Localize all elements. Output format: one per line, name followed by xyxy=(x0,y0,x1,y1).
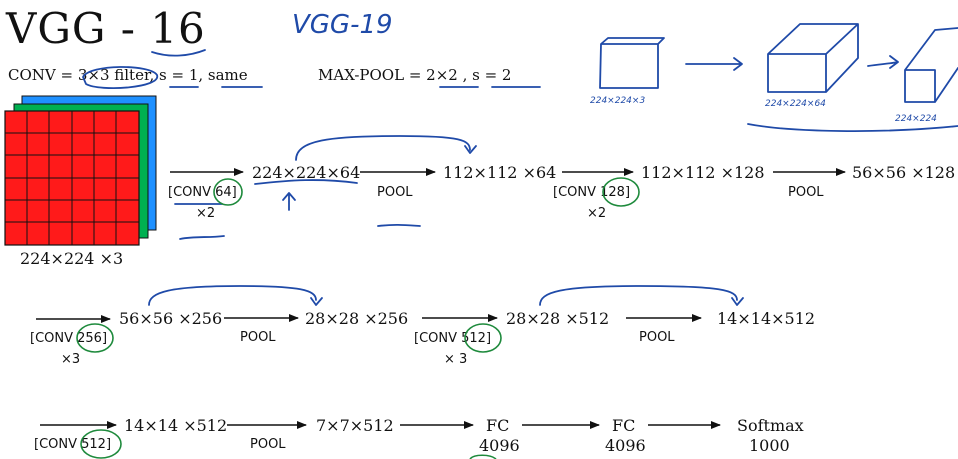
row1-size-b: 112×112 ×64 xyxy=(443,163,557,182)
row3-fc2-units: 4096 xyxy=(605,436,646,455)
row2-conv256-repeat: ×3 xyxy=(61,352,81,367)
circle-64 xyxy=(213,178,243,206)
row2-conv512-label: [CONV 512] xyxy=(414,331,492,346)
sketch-label-conv: 224×224×64 xyxy=(765,99,826,109)
handwritten-annotations xyxy=(82,23,958,306)
x2-underline xyxy=(179,235,225,240)
sketch-arrow-2 xyxy=(867,55,899,69)
row2-skip-bracket-a xyxy=(148,285,323,306)
row2-size-a: 56×56 ×256 xyxy=(119,309,223,328)
row3-pool-a: POOL xyxy=(250,437,286,452)
row1-size-c: 112×112 ×128 xyxy=(641,163,765,182)
row2-size-d: 14×14×512 xyxy=(717,309,816,328)
row2-size-b: 28×28 ×256 xyxy=(305,309,409,328)
row1-conv128-repeat: ×2 xyxy=(587,206,607,221)
circle-512-row3 xyxy=(80,429,122,459)
title-16-underline xyxy=(151,49,206,57)
handwritten-title: VGG-19 xyxy=(292,10,393,40)
row3-softmax: Softmax xyxy=(737,416,804,435)
row2-conv512-repeat: × 3 xyxy=(444,352,468,367)
row2-pool-b: POOL xyxy=(639,330,675,345)
sketch-arrow-1 xyxy=(685,57,743,71)
row2-pool-a: POOL xyxy=(240,330,276,345)
input-size-label: 224×224 ×3 xyxy=(20,249,124,268)
pool-a-underline xyxy=(377,223,421,227)
conv-filter-circle xyxy=(82,66,158,89)
row3-size-a: 14×14 ×512 xyxy=(124,416,228,435)
row1-pool-a: POOL xyxy=(377,185,413,200)
circle-512-row2 xyxy=(464,323,502,353)
circle-256 xyxy=(76,323,114,353)
sketch-next-box xyxy=(904,27,958,103)
sketch-bracket xyxy=(747,123,958,132)
row1-conv128-label: [CONV 128] xyxy=(553,185,631,200)
row1-pool-b: POOL xyxy=(788,185,824,200)
conv-definition: CONV = 3×3 filter, s = 1, same xyxy=(8,66,248,84)
row3-fc1-units: 4096 xyxy=(479,436,520,455)
sketch-label-next: 224×224 xyxy=(895,114,937,124)
row1-size-d: 56×56 ×128 xyxy=(852,163,956,182)
red-channel xyxy=(4,110,140,246)
row1-size-a: 224×224×64 xyxy=(252,163,361,182)
sketch-conv-box xyxy=(767,23,859,93)
row1-conv64-label: [CONV 64] xyxy=(168,185,237,200)
sketch-input-box xyxy=(599,37,665,89)
size-a-underline xyxy=(254,179,358,185)
circle-fc-partial xyxy=(469,454,497,459)
flow-arrows xyxy=(36,168,846,429)
row2-conv256-label: [CONV 256] xyxy=(30,331,108,346)
row1-conv64-repeat: ×2 xyxy=(196,206,216,221)
row3-conv512-label: [CONV 512] xyxy=(34,437,112,452)
row3-fc1: FC xyxy=(486,416,510,435)
page-title: VGG - 16 xyxy=(6,4,206,53)
green-circles xyxy=(76,177,640,459)
row3-fc2: FC xyxy=(612,416,636,435)
row2-skip-bracket-b xyxy=(539,285,744,306)
row3-softmax-units: 1000 xyxy=(749,436,790,455)
sketch-label-input: 224×224×3 xyxy=(590,96,646,106)
circle-128 xyxy=(602,177,640,207)
row3-size-b: 7×7×512 xyxy=(316,416,394,435)
pool-definition: MAX-POOL = 2×2 , s = 2 xyxy=(318,66,512,84)
row1-skip-bracket xyxy=(295,135,477,161)
up-arrow xyxy=(282,192,296,211)
row2-size-c: 28×28 ×512 xyxy=(506,309,610,328)
